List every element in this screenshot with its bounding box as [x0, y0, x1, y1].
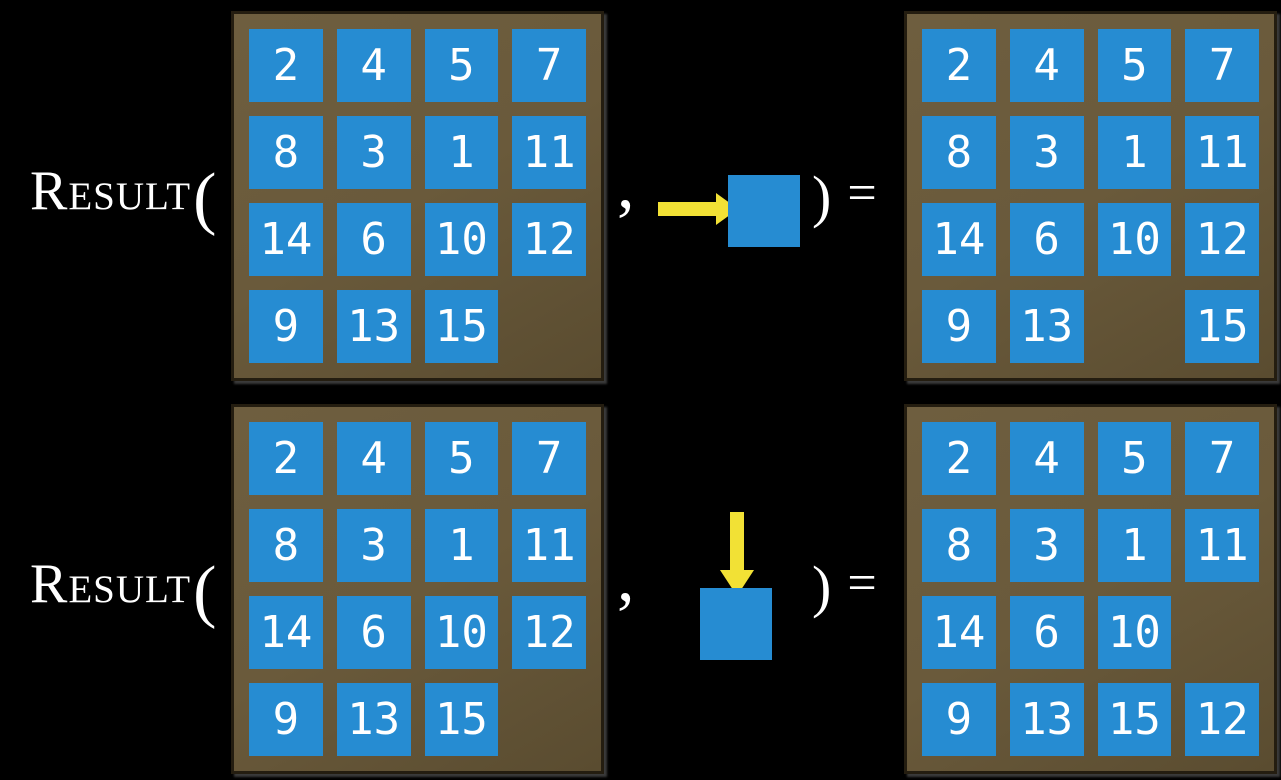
puzzle-tile: 3 — [1009, 509, 1084, 582]
puzzle-tile: 3 — [336, 509, 411, 582]
puzzle-tile: 2 — [922, 29, 996, 102]
puzzle-tile: 8 — [249, 116, 323, 189]
comma-separator: , — [617, 539, 635, 616]
blank-tile-argument — [700, 588, 772, 660]
puzzle-tile: 2 — [249, 29, 323, 102]
puzzle-tile: 1 — [424, 509, 499, 582]
puzzle-tile: 15 — [1097, 683, 1172, 756]
puzzle-tile: 6 — [336, 203, 411, 276]
puzzle-tile: 11 — [1185, 116, 1259, 189]
puzzle-tile: 12 — [512, 596, 586, 669]
puzzle-tile: 15 — [424, 290, 499, 363]
puzzle-tile: 12 — [1185, 683, 1259, 756]
puzzle-tile: 9 — [922, 290, 996, 363]
puzzle-tile: 6 — [1009, 596, 1084, 669]
puzzle-tile: 14 — [249, 596, 323, 669]
function-name: Result — [30, 553, 192, 615]
open-paren: ( — [193, 553, 217, 630]
close-paren: ) — [812, 164, 832, 229]
puzzle-tile: 4 — [1009, 29, 1084, 102]
puzzle-tile: 13 — [1009, 683, 1084, 756]
result-function-label: Result( — [30, 545, 216, 627]
blank-space — [512, 290, 586, 363]
puzzle-tile: 5 — [1097, 422, 1172, 495]
blank-space — [512, 683, 586, 756]
puzzle-tile: 12 — [1185, 203, 1259, 276]
puzzle-tile: 4 — [336, 422, 411, 495]
puzzle-tile: 5 — [1097, 29, 1172, 102]
puzzle-tile: 15 — [1185, 290, 1259, 363]
puzzle-tile: 4 — [1009, 422, 1084, 495]
puzzle-tile: 14 — [249, 203, 323, 276]
close-paren: ) — [812, 554, 832, 619]
puzzle-tile: 13 — [336, 683, 411, 756]
close-paren-equals: ) = — [812, 552, 877, 616]
down-arrow-icon — [720, 512, 754, 596]
puzzle-tile: 13 — [1009, 290, 1084, 363]
result-function-label: Result( — [30, 152, 216, 234]
puzzle-tile: 8 — [922, 116, 996, 189]
function-name: Result — [30, 160, 192, 222]
puzzle-tile: 2 — [922, 422, 996, 495]
right-arrow-icon — [658, 193, 738, 225]
puzzle-tile: 1 — [1097, 116, 1172, 189]
puzzle-tile: 5 — [424, 29, 499, 102]
blank-space — [1098, 290, 1172, 363]
blank-tile-argument — [728, 175, 800, 247]
puzzle-tile: 7 — [1185, 422, 1259, 495]
puzzle-tile: 7 — [512, 422, 586, 495]
open-paren: ( — [193, 160, 217, 237]
puzzle-tile: 2 — [249, 422, 323, 495]
puzzle-tile: 1 — [424, 116, 499, 189]
output-board: 2 4 5 7 8 3 1 11 14 6 10 9 13 15 12 — [904, 404, 1277, 774]
output-board: 2 4 5 7 8 3 1 11 14 6 10 12 9 13 15 — [904, 11, 1277, 381]
puzzle-tile: 10 — [1097, 596, 1172, 669]
puzzle-tile: 14 — [922, 203, 996, 276]
puzzle-tile: 1 — [1097, 509, 1172, 582]
close-paren-equals: ) = — [812, 162, 877, 226]
equals-sign: = — [847, 165, 877, 222]
puzzle-tile: 10 — [424, 596, 499, 669]
puzzle-tile: 9 — [249, 290, 323, 363]
puzzle-tile: 14 — [922, 596, 996, 669]
puzzle-tile: 6 — [336, 596, 411, 669]
puzzle-tile: 8 — [249, 509, 323, 582]
puzzle-tile: 7 — [1185, 29, 1259, 102]
equals-sign: = — [847, 555, 877, 612]
input-board: 2 4 5 7 8 3 1 11 14 6 10 12 9 13 15 — [231, 11, 604, 381]
comma-separator: , — [617, 146, 635, 223]
puzzle-tile: 15 — [424, 683, 499, 756]
puzzle-tile: 12 — [512, 203, 586, 276]
puzzle-tile: 7 — [512, 29, 586, 102]
puzzle-tile: 9 — [249, 683, 323, 756]
puzzle-tile: 4 — [336, 29, 411, 102]
input-board: 2 4 5 7 8 3 1 11 14 6 10 12 9 13 15 — [231, 404, 604, 774]
puzzle-tile: 10 — [424, 203, 499, 276]
puzzle-tile: 5 — [424, 422, 499, 495]
puzzle-tile: 11 — [512, 116, 586, 189]
puzzle-tile: 3 — [1009, 116, 1084, 189]
blank-space — [1185, 596, 1259, 669]
puzzle-tile: 13 — [336, 290, 411, 363]
puzzle-tile: 8 — [922, 509, 996, 582]
puzzle-tile: 11 — [512, 509, 586, 582]
puzzle-tile: 10 — [1097, 203, 1172, 276]
puzzle-tile: 9 — [922, 683, 996, 756]
puzzle-tile: 3 — [336, 116, 411, 189]
puzzle-tile: 6 — [1009, 203, 1084, 276]
puzzle-tile: 11 — [1185, 509, 1259, 582]
